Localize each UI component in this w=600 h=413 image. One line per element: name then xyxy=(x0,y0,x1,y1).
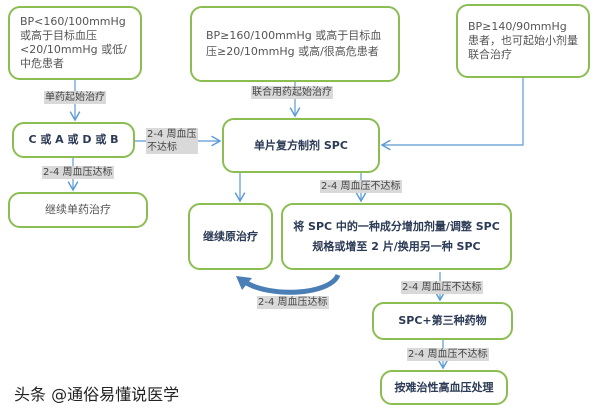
box-text: 单片复方制剂 SPC xyxy=(254,138,348,152)
box-mono-drugs: C 或 A 或 D 或 B xyxy=(12,122,135,158)
box-text: 继续原治疗 xyxy=(203,229,258,243)
box-text: BP≥160/100mmHg 或高于目标血压≥20/10mmHg 或高/很高危患… xyxy=(206,29,382,58)
label-not-met-1: 2-4 周血压不达标 xyxy=(146,128,198,154)
box-high-risk: BP≥160/100mmHg 或高于目标血压≥20/10mmHg 或高/很高危患… xyxy=(190,6,400,82)
label-met-2: 2-4 周血压达标 xyxy=(257,296,329,309)
box-low-risk: BP<160/100mmHg 或高于目标血压<20/10mmHg 或低/中危患者 xyxy=(8,6,142,80)
watermark: 头条 @通俗易懂说医学 xyxy=(14,385,180,404)
label-not-met-2: 2-4 周血压不达标 xyxy=(320,180,402,193)
box-text: BP<160/100mmHg 或高于目标血压<20/10mmHg 或低/中危患者 xyxy=(20,15,127,70)
box-resistant: 按难治性高血压处理 xyxy=(380,370,508,405)
box-spc: 单片复方制剂 SPC xyxy=(222,118,380,173)
box-adjust-spc: 将 SPC 中的一种成分增加剂量/调整 SPC 规格或增至 2 片/换用另一种 … xyxy=(281,203,512,270)
box-text: 继续单药治疗 xyxy=(45,203,111,216)
box-text: 按难治性高血压处理 xyxy=(394,380,494,394)
box-text: BP≥140/90mmHg 患者，也可起始小剂量联合治疗 xyxy=(468,20,578,61)
curved-arrow-adjust-to-continue xyxy=(243,273,341,295)
label-met-1: 2-4 周血压达标 xyxy=(42,166,114,179)
label-not-met-3: 2-4 周血压不达标 xyxy=(401,281,483,294)
box-continue-original: 继续原治疗 xyxy=(188,203,273,270)
box-text: SPC+第三种药物 xyxy=(398,314,487,327)
curved-arrow-head xyxy=(236,276,252,290)
box-continue-mono: 继续单药治疗 xyxy=(8,192,148,228)
arrow-mild-to-spc xyxy=(380,78,524,151)
label-mono-start: 单药起始治疗 xyxy=(44,91,106,104)
label-combo-start: 联合用药起始治疗 xyxy=(251,86,333,99)
box-spc-plus-third: SPC+第三种药物 xyxy=(372,302,513,340)
box-text: C 或 A 或 D 或 B xyxy=(28,133,119,146)
box-text: 将 SPC 中的一种成分增加剂量/调整 SPC 规格或增至 2 片/换用另一种 … xyxy=(293,219,500,253)
box-mild: BP≥140/90mmHg 患者，也可起始小剂量联合治疗 xyxy=(456,4,590,78)
label-not-met-4: 2-4 周血压不达标 xyxy=(407,348,489,361)
